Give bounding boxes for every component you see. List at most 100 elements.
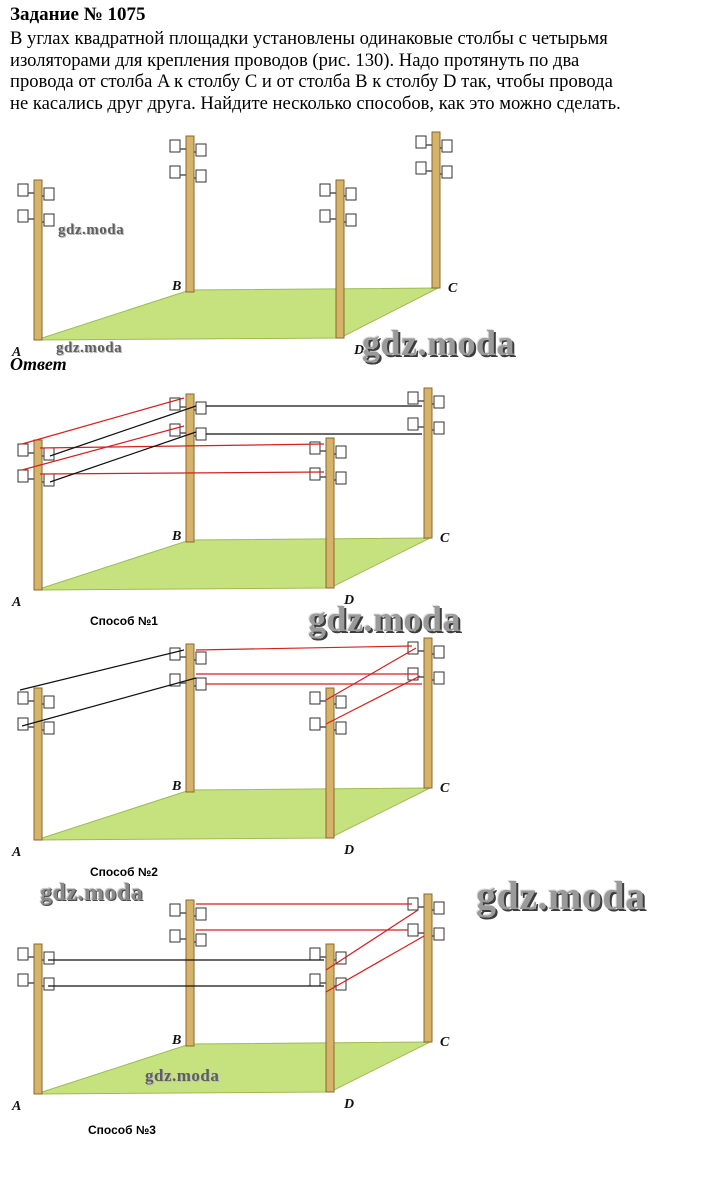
pole	[33, 687, 43, 841]
insulator	[407, 391, 419, 405]
insulator	[407, 417, 419, 431]
wire-black	[21, 677, 197, 727]
pole	[33, 439, 43, 591]
watermark: gdz.moda	[476, 873, 646, 918]
insulator	[433, 395, 445, 409]
wire-red	[21, 397, 185, 445]
wire-black	[19, 649, 185, 691]
insulator	[415, 135, 427, 149]
pole	[33, 179, 43, 341]
wire-black	[49, 431, 197, 483]
wire-red	[325, 935, 425, 993]
insulator	[433, 901, 445, 915]
insulator	[415, 161, 427, 175]
wire-red	[39, 443, 325, 449]
insulator	[195, 401, 207, 415]
task-title: Задание № 1075	[10, 4, 146, 25]
corner-label: A	[11, 845, 21, 860]
insulator	[433, 671, 445, 685]
insulator	[407, 641, 419, 655]
insulator	[17, 717, 29, 731]
insulator	[195, 907, 207, 921]
insulator	[43, 721, 55, 735]
corner-label: D	[343, 1097, 354, 1112]
corner-label: B	[171, 279, 181, 294]
insulator	[169, 139, 181, 153]
insulator	[43, 473, 55, 487]
insulator	[345, 213, 357, 227]
corner-label: B	[171, 529, 181, 544]
insulator	[335, 471, 347, 485]
figure-problem: A B C D	[11, 131, 458, 358]
insulator	[17, 469, 29, 483]
insulator	[433, 645, 445, 659]
task-text: В углах квадратной площадки установлены …	[10, 28, 722, 114]
insulator	[169, 673, 181, 687]
wire-red	[325, 647, 417, 701]
wire-red	[21, 425, 185, 471]
insulator	[43, 977, 55, 991]
insulator	[335, 721, 347, 735]
insulator	[17, 691, 29, 705]
insulator	[195, 143, 207, 157]
insulator	[169, 165, 181, 179]
insulator	[309, 717, 321, 731]
figure-method-3: A B C D	[11, 893, 450, 1114]
ground-square	[35, 537, 431, 591]
insulator	[433, 421, 445, 435]
figure-method-2: A B C D	[11, 637, 450, 860]
corner-label: C	[440, 781, 450, 796]
watermark: gdz.moda	[40, 880, 144, 906]
task-line: В углах квадратной площадки установлены …	[10, 28, 608, 49]
insulator	[17, 443, 29, 457]
insulator	[17, 973, 29, 987]
method-3-label: Способ №3	[88, 1123, 156, 1137]
pole	[33, 943, 43, 1095]
task-line: не касались друг друга. Найдите нескольк…	[10, 92, 621, 114]
task-line: провода от столба A к столбу C и от стол…	[10, 71, 613, 92]
corner-label: A	[11, 1099, 21, 1114]
pole	[423, 637, 433, 789]
insulator	[43, 187, 55, 201]
insulator	[441, 165, 453, 179]
pole	[185, 393, 195, 543]
pole	[325, 687, 335, 839]
insulator	[43, 213, 55, 227]
corner-label: B	[171, 779, 181, 794]
corner-label: A	[11, 345, 21, 358]
insulator	[43, 695, 55, 709]
insulator	[169, 397, 181, 411]
insulator	[319, 183, 331, 197]
insulator	[195, 677, 207, 691]
watermark: gdz.moda	[145, 1066, 220, 1085]
insulator	[407, 923, 419, 937]
insulator	[169, 647, 181, 661]
insulator	[345, 187, 357, 201]
insulator	[43, 447, 55, 461]
insulator	[195, 169, 207, 183]
method-2-label: Способ №2	[90, 865, 158, 879]
insulator	[309, 441, 321, 455]
insulator	[17, 209, 29, 223]
pole	[423, 893, 433, 1043]
wire-red	[195, 645, 413, 651]
watermark: gdz.moda	[308, 599, 462, 639]
corner-label: D	[353, 343, 364, 358]
insulator	[335, 951, 347, 965]
insulator	[309, 947, 321, 961]
insulator	[309, 467, 321, 481]
insulator	[433, 927, 445, 941]
corner-label: D	[343, 843, 354, 858]
pole	[325, 437, 335, 589]
pole	[431, 131, 441, 289]
corner-label: B	[171, 1033, 181, 1048]
corner-label: C	[440, 531, 450, 546]
insulator	[43, 951, 55, 965]
corner-label: D	[343, 593, 354, 608]
watermark: gdz.moda	[362, 323, 516, 363]
pole	[185, 135, 195, 293]
ground-square	[35, 1041, 431, 1095]
corner-label: C	[440, 1035, 450, 1050]
corner-label: C	[448, 281, 458, 296]
pole	[335, 179, 345, 339]
